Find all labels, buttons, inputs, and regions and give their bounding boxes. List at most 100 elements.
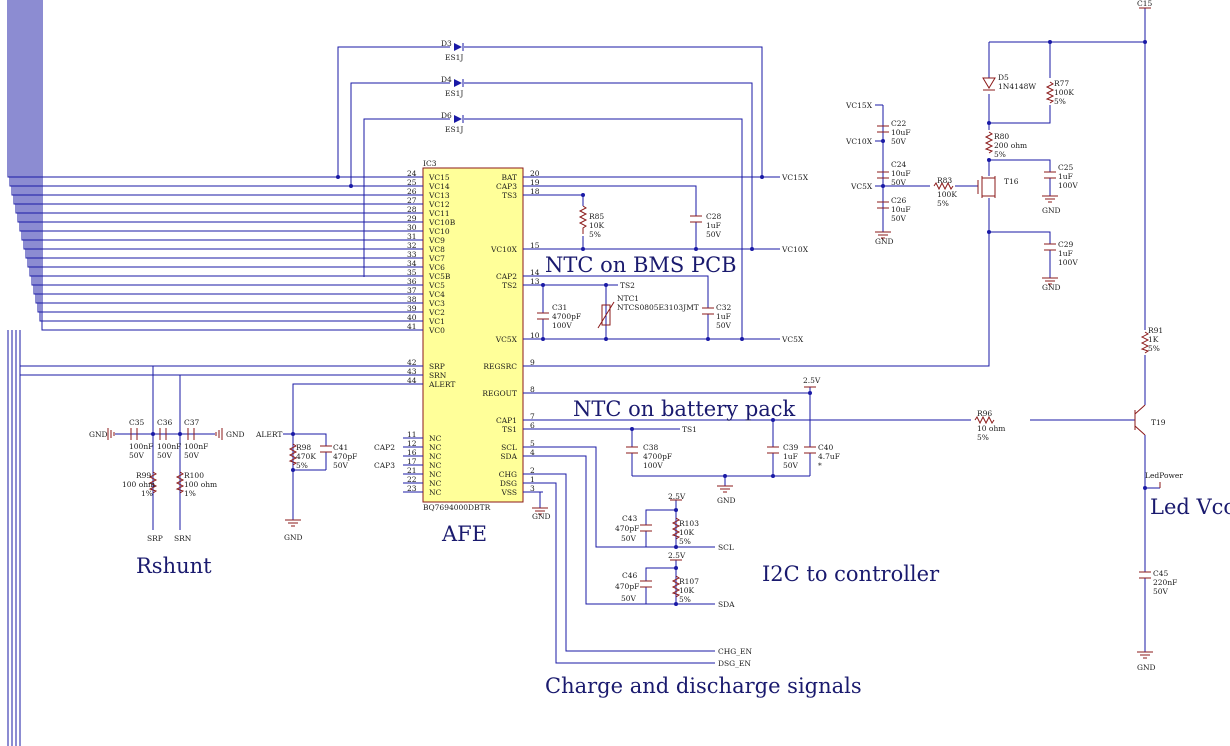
net-chg-en: CHG_EN [718, 647, 752, 656]
power-section [875, 7, 1161, 659]
c24-ref: C24 [891, 160, 907, 169]
chip-ref: IC3 [423, 159, 437, 168]
chip-pin-number: 43 [407, 367, 417, 376]
c46-val: 470pF [615, 582, 639, 591]
r91-ref: R91 [1148, 326, 1163, 335]
net-ledpower: LedPower [1145, 471, 1183, 480]
net-gnd-c26: GND [875, 237, 894, 246]
chip-pin-number: 15 [530, 241, 540, 250]
c25-volt: 100V [1058, 181, 1078, 190]
c36-ref: C36 [157, 418, 173, 427]
chip-pin-number: 4 [530, 448, 535, 457]
chip-pin-label: REGOUT [482, 389, 517, 398]
cell-tap-wire [29, 0, 403, 277]
chip-pin-label: VC5B [428, 272, 451, 281]
chip-pin-number: 16 [407, 448, 417, 457]
chip-pin-label: VC10B [428, 218, 456, 227]
net-vc15x-in: VC15X [845, 101, 873, 110]
c22-volt: 50V [891, 137, 907, 146]
annotation-ntc-bms: NTC on BMS PCB [545, 253, 737, 277]
annotation-led-vcc: Led Vcc [1150, 495, 1230, 519]
net-vc15x: VC15X [781, 173, 809, 182]
c24-val: 10uF [891, 169, 911, 178]
c26-val: 10uF [891, 205, 911, 214]
chip-pin-label: NC [429, 479, 442, 488]
chip-pin-number: 38 [407, 295, 417, 304]
net-srn: SRN [174, 534, 192, 543]
chip-pin-label: VC1 [428, 317, 445, 326]
d3-part: ES1J [445, 53, 463, 62]
c43-val: 470pF [615, 524, 639, 533]
cell-tap-wire [37, 0, 403, 313]
chip-pin-label: NC [429, 488, 442, 497]
chip-pin-label: CAP1 [496, 416, 517, 425]
d5-part: 1N4148W [998, 82, 1036, 91]
c38-volt: 100V [643, 461, 663, 470]
ntc1-ref: NTC1 [617, 294, 639, 303]
c37-val: 100nF [184, 442, 208, 451]
c37-volt: 50V [184, 451, 200, 460]
cell-tap-wire [17, 0, 403, 223]
c41-volt: 50V [333, 461, 349, 470]
d6-ref: D6 [441, 111, 452, 120]
net-vc5x-in: VC5X [850, 182, 873, 191]
chip-pin-label: VC6 [428, 263, 445, 272]
c43-volt: 50V [621, 534, 637, 543]
chip-pin-label: SCL [501, 443, 517, 452]
chip-pin-number: 20 [530, 169, 540, 178]
c46-volt: 50V [621, 594, 637, 603]
net-ts1: TS1 [682, 425, 697, 434]
chip-pin-label: BAT [501, 173, 517, 182]
chip-pin-number: 39 [407, 304, 417, 313]
chip-pin-number: 26 [407, 187, 417, 196]
cell-tap-bus [7, 0, 403, 746]
c38-val: 4700pF [643, 452, 672, 461]
chip-pin-number: 25 [407, 178, 417, 187]
afe-chip-body [422, 167, 524, 503]
r103-tol: 5% [679, 537, 691, 546]
net-c15: C15 [1137, 0, 1153, 8]
chip-pin-number: 8 [530, 385, 535, 394]
chip-pin-label: CAP2 [496, 272, 517, 281]
c35-ref: C35 [129, 418, 145, 427]
chip-pin-number: 32 [407, 241, 417, 250]
chip-pin-number: 37 [407, 286, 417, 295]
net-scl: SCL [718, 543, 734, 552]
net-cap3: CAP3 [374, 461, 395, 470]
c26-volt: 50V [891, 214, 907, 223]
chip-pin-number: 10 [530, 331, 540, 340]
c29-val: 1uF [1058, 249, 1073, 258]
chip-pin-label: VC12 [428, 200, 450, 209]
annotation-i2c: I2C to controller [762, 562, 940, 586]
chip-pin-number: 24 [407, 169, 417, 178]
c45-ref: C45 [1153, 569, 1169, 578]
c25-val: 1uF [1058, 172, 1073, 181]
chip-pin-label: VC10X [490, 245, 518, 254]
r85-val: 10K [589, 221, 605, 230]
c35-val: 100nF [129, 442, 153, 451]
c41-val: 470pF [333, 452, 357, 461]
chip-pin-label: TS2 [502, 281, 517, 290]
cell-tap-wire [31, 0, 403, 286]
r98-val: 470K [296, 452, 316, 461]
r100-ref: R100 [184, 471, 204, 480]
cell-tap-wire [41, 0, 403, 331]
annotation-rshunt: Rshunt [136, 554, 212, 578]
chip-pin-number: 31 [407, 232, 417, 241]
d4-part: ES1J [445, 89, 463, 98]
c46-ref: C46 [622, 571, 638, 580]
annotation-chg-dsg: Charge and discharge signals [545, 674, 862, 698]
chip-pin-number: 29 [407, 214, 417, 223]
r80-val: 200 ohm [994, 141, 1027, 150]
r107-tol: 5% [679, 595, 691, 604]
chip-pin-label: VC4 [428, 290, 445, 299]
r91-val: 1K [1148, 335, 1159, 344]
chip-pin-number: 35 [407, 268, 417, 277]
chip-pin-label: VC5 [428, 281, 445, 290]
chip-pin-number: 34 [407, 259, 417, 268]
chip-pin-number: 7 [530, 412, 535, 421]
r107-val: 10K [679, 586, 695, 595]
r96-ref: R96 [977, 409, 992, 418]
d3-ref: D3 [441, 39, 452, 48]
net-gnd-vss: GND [532, 512, 551, 521]
